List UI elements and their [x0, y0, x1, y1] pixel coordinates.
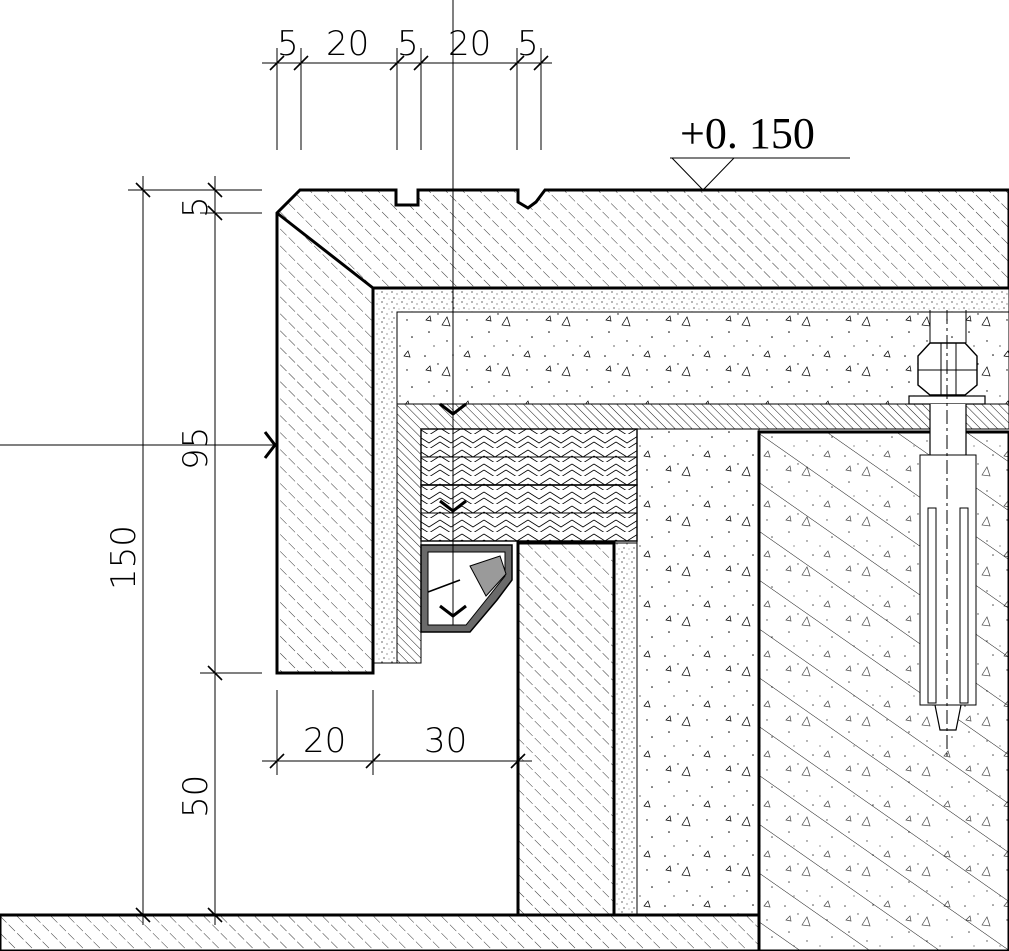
- dim-left-150: 150: [104, 525, 144, 590]
- mortar-strip: [613, 542, 638, 916]
- expansion-bolt: [908, 310, 986, 760]
- dim-left-95: 95: [176, 427, 216, 470]
- concrete-band: [396, 311, 1009, 405]
- dim-top-5: 5: [517, 24, 539, 64]
- floor-slab: [0, 913, 761, 951]
- dim-top-4: 20: [448, 24, 491, 64]
- arrow-mark-1: [439, 402, 467, 416]
- dim-left-50: 50: [176, 775, 216, 818]
- reference-arrow: [263, 431, 277, 459]
- arrow-mark-2: [439, 499, 467, 513]
- top-dimension-chain: 5 20 5 20 5: [262, 24, 552, 150]
- elevation-label: +0. 150: [680, 109, 815, 158]
- inner-stone-panel: [516, 541, 616, 917]
- dim-bottom-20: 20: [303, 721, 346, 761]
- arrow-mark-3: [439, 604, 467, 618]
- coping-miter-line: [276, 211, 374, 290]
- left-inner-dimension-chain: 5 95 50: [176, 176, 262, 925]
- dim-top-2: 20: [326, 24, 369, 64]
- concrete-column: [636, 428, 760, 916]
- dim-left-5: 5: [176, 196, 216, 218]
- bottom-dimension-chain: 20 30: [262, 690, 532, 775]
- dim-bottom-30: 30: [424, 721, 467, 761]
- stone-coping: [275, 188, 1009, 675]
- left-outer-dimension: 150: [104, 176, 210, 925]
- dim-top-1: 5: [277, 24, 299, 64]
- aluminium-profile: [420, 544, 513, 633]
- dim-top-3: 5: [397, 24, 419, 64]
- elevation-mark: +0. 150: [670, 109, 850, 191]
